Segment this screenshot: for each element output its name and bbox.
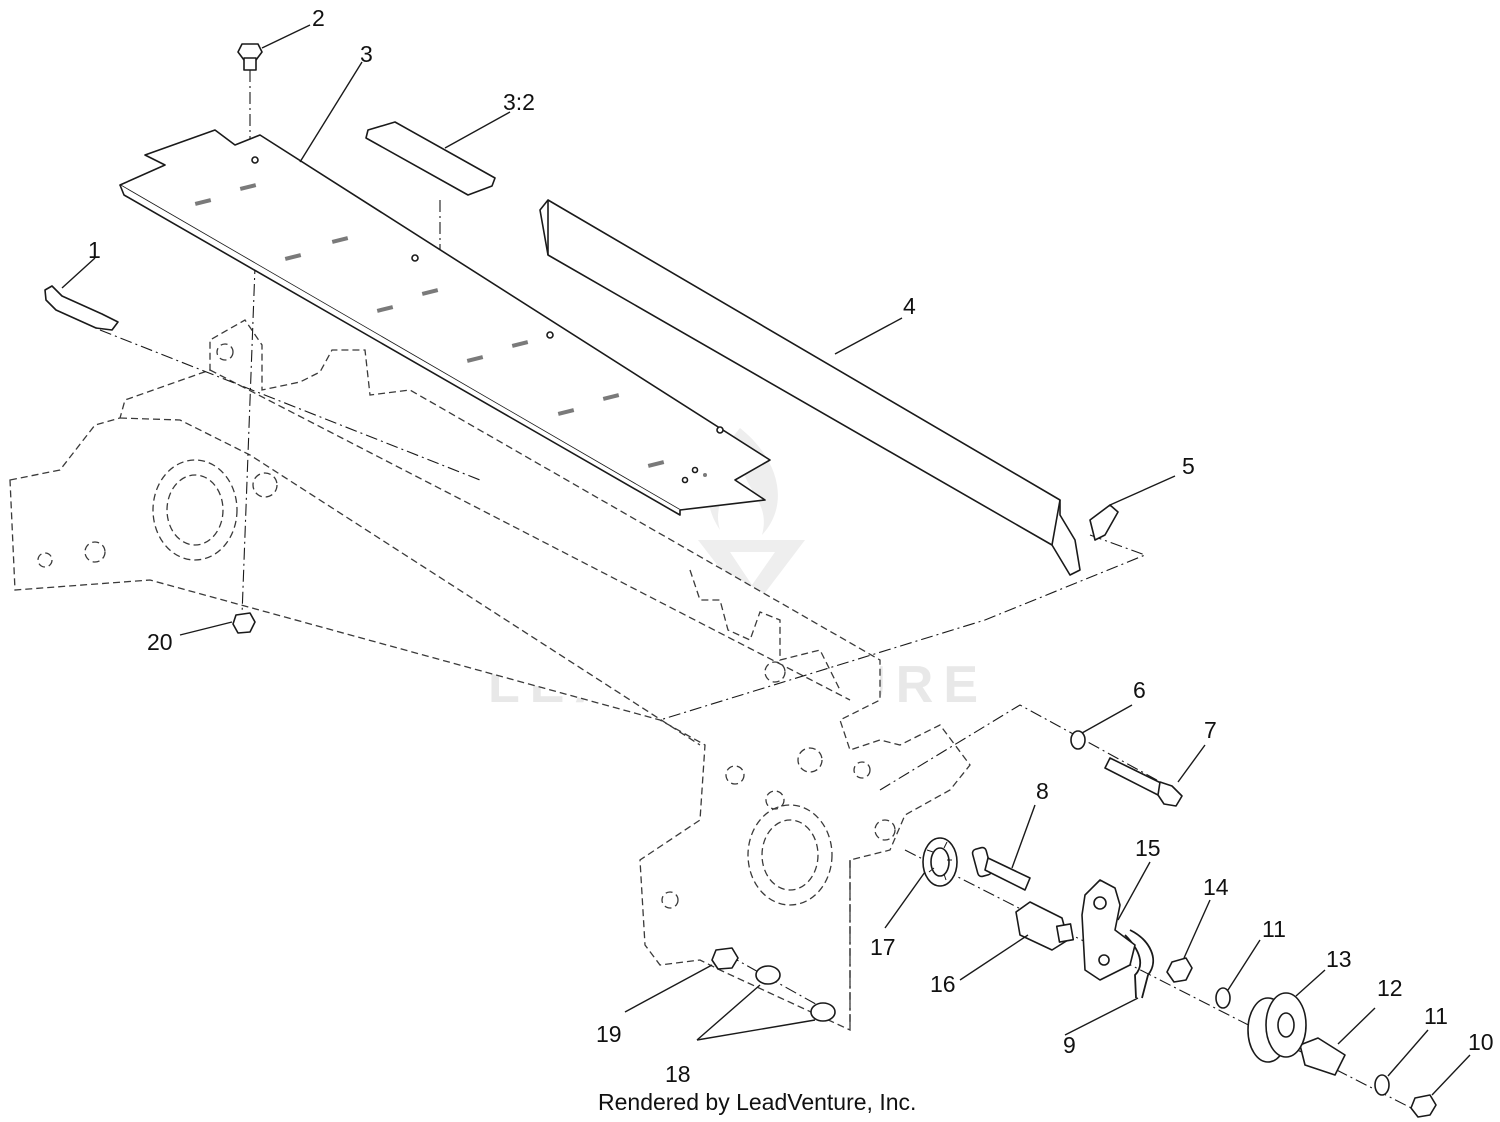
part-16-bushing [1015,901,1075,951]
part-7-bolt [1104,757,1183,807]
part-19-nut [711,947,739,970]
part-15-bracket [1081,879,1136,981]
callout-19: 19 [596,1021,622,1047]
render-credit: Rendered by LeadVenture, Inc. [598,1089,916,1115]
part-10-nut [1410,1094,1437,1118]
callout-12: 12 [1377,975,1403,1001]
callout-3-2: 3:2 [503,89,535,115]
callout-10: 10 [1468,1029,1494,1055]
callout-leaders [61,24,1471,1096]
callout-11-upper: 11 [1262,916,1286,942]
callout-7: 7 [1204,717,1217,743]
assembly-axis-lines [99,70,1426,1116]
part-9-hairpin [1124,929,1154,999]
callout-3: 3 [360,41,373,67]
part-5-clip [1089,504,1119,541]
callout-2: 2 [312,5,325,31]
part-11-washer [1215,987,1231,1009]
part-8-pin [971,846,1031,891]
part-13-roller [1247,992,1307,1063]
part-12-spacer [1299,1037,1346,1076]
callout-13: 13 [1326,946,1352,972]
part-1-bolt [44,285,119,331]
part-11-washer [1374,1074,1390,1096]
part-17-star-washer [922,837,958,887]
callout-4: 4 [903,293,916,319]
callout-15: 15 [1135,835,1161,861]
part-4-channel-bar [539,199,1081,576]
callout-20: 20 [147,629,173,655]
callout-labels: 1 2 3 3:2 4 5 6 7 8 9 10 11 11 12 13 14 … [88,5,1494,1087]
callout-8: 8 [1036,778,1049,804]
part-3-cover-plate [119,129,771,516]
part-20-nut [232,612,256,634]
callout-11-lower: 11 [1424,1003,1448,1029]
part-18-washer [810,1002,836,1022]
callout-5: 5 [1182,453,1195,479]
callout-1: 1 [88,237,101,263]
watermark-v-logo [698,540,805,610]
callout-6: 6 [1133,677,1146,703]
callout-16: 16 [930,971,956,997]
part-6-washer [1070,730,1086,750]
callout-14: 14 [1203,874,1229,900]
callout-18: 18 [665,1061,691,1087]
part-3-2-decal [365,121,496,196]
callout-17: 17 [870,934,896,960]
part-2-flange-bolt [237,43,263,71]
callout-9: 9 [1063,1032,1076,1058]
part-14-nut [1166,957,1193,983]
chassis-frame-outline [9,319,971,1032]
part-18-washer [755,965,781,985]
